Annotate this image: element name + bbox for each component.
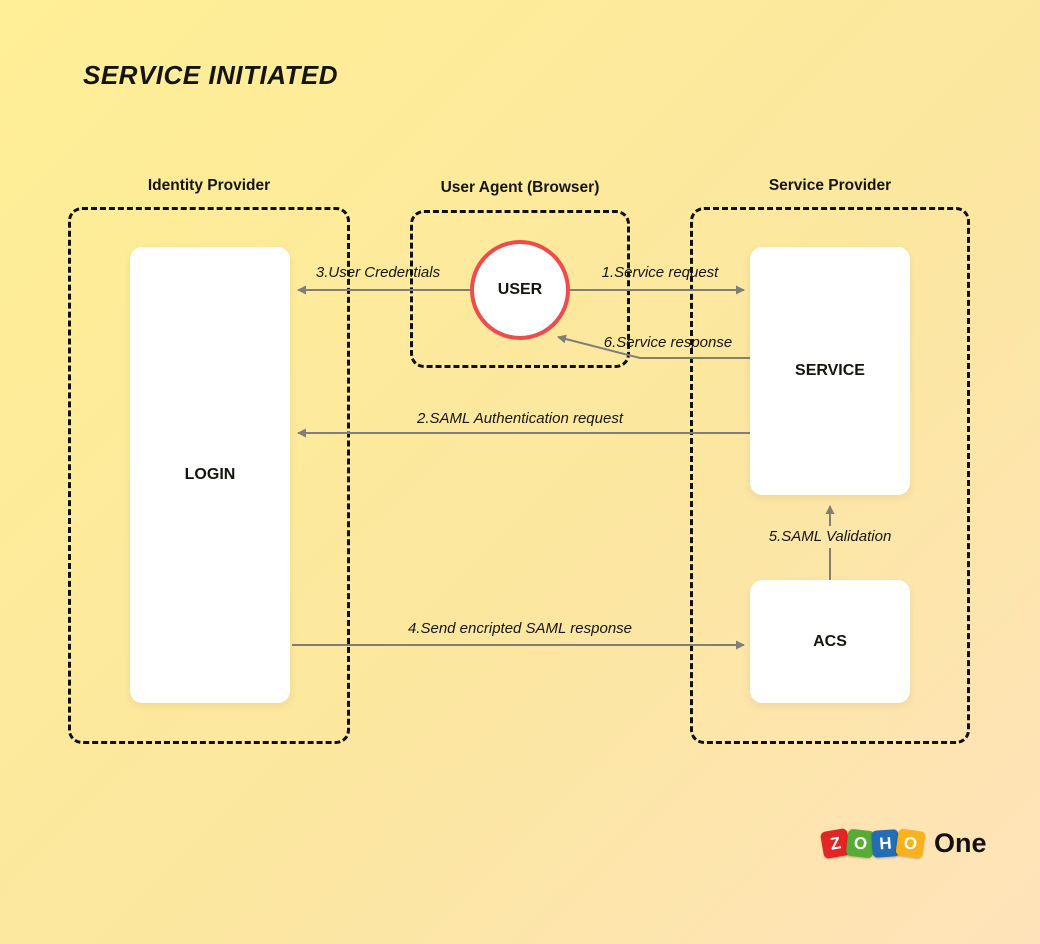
zoho-one-text: One [934,828,987,858]
group-label-user-agent: User Agent (Browser) [440,179,600,196]
diagram-title: SERVICE INITIATED [83,60,339,90]
node-acs-label: ACS [813,632,847,650]
node-acs: ACS [750,580,910,703]
node-login: LOGIN [130,247,290,703]
group-label-identity-provider: Identity Provider [147,177,271,194]
node-user-circle: USER [470,240,570,340]
zoho-tile-o2-icon: O [895,828,926,859]
flow-label-send-saml-response: 4.Send encripted SAML response [407,620,633,637]
node-user-label: USER [497,281,543,298]
group-label-service-provider: Service Provider [768,177,892,194]
flow-label-service-request: 1.Service request [601,264,719,281]
zoho-tile-h-icon: H [871,829,900,858]
zoho-one-logo: Z O H O One [819,827,987,860]
flow-label-service-response: 6.Service response [603,334,733,351]
group-box-identity-provider [68,207,350,744]
node-service: SERVICE [750,247,910,495]
flow-label-saml-auth-request: 2.SAML Authentication request [417,410,623,427]
group-box-service-provider [690,207,970,744]
flow-label-user-credentials: 3.User Credentials [315,264,441,281]
node-service-label: SERVICE [795,362,865,379]
flow-label-saml-validation: 5.SAML Validation [768,528,892,545]
node-login-label: LOGIN [184,466,236,483]
